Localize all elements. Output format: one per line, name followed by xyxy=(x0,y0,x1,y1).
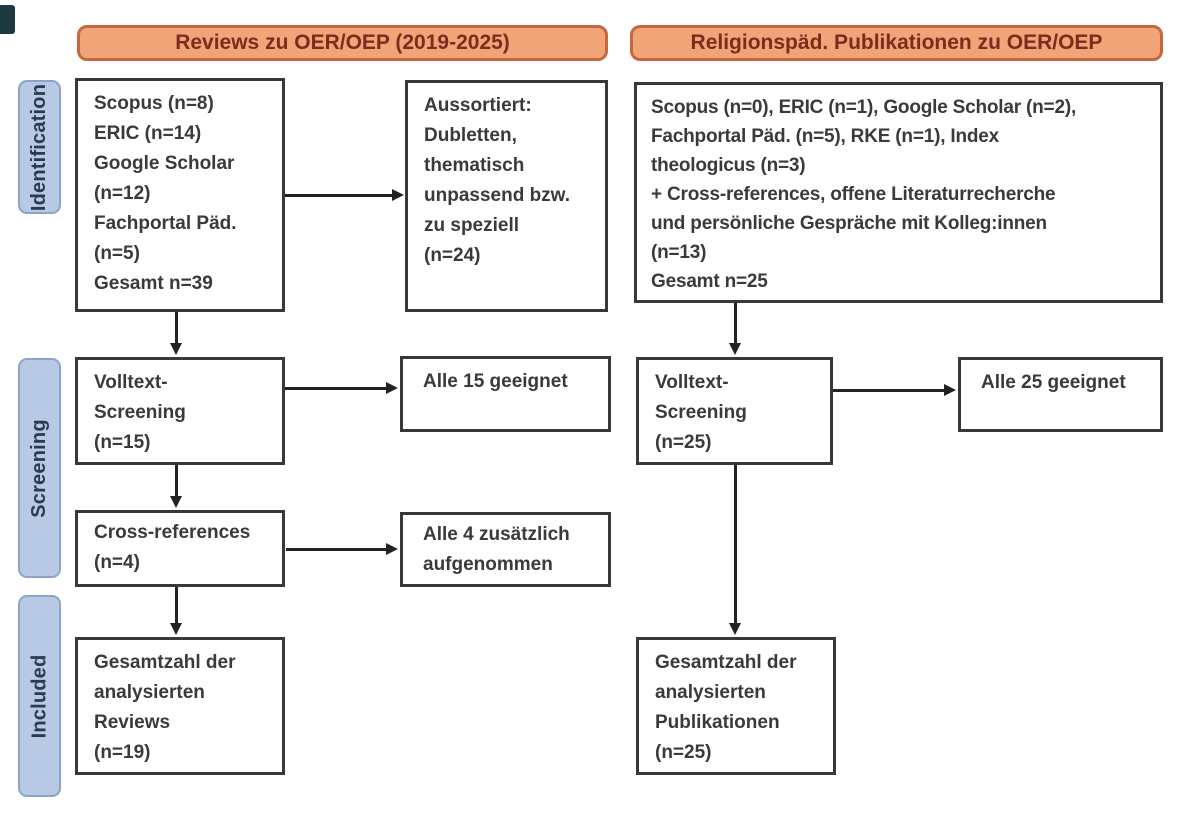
box-reviews-fulltext-screening: Volltext- Screening (n=15) xyxy=(75,357,285,465)
arrow-religionspaed-sources-to-fulltext xyxy=(729,303,741,355)
corner-mark xyxy=(0,5,15,34)
stage-label-screening-text: Screening xyxy=(28,418,50,518)
arrow-religionspaed-fulltext-to-suitable xyxy=(833,384,956,396)
arrow-reviews-crossref-to-included xyxy=(286,543,398,555)
stage-label-screening: Screening xyxy=(18,358,61,578)
box-religionspaed-sources: Scopus (n=0), ERIC (n=1), Google Scholar… xyxy=(634,82,1163,303)
box-religionspaed-all-suitable: Alle 25 geeignet xyxy=(958,357,1163,432)
stage-label-included: Included xyxy=(18,595,61,797)
box-reviews-cross-included: Alle 4 zusätzlich aufgenommen xyxy=(400,512,611,587)
header-religionspaed-publikationen: Religionspäd. Publikationen zu OER/OEP xyxy=(630,25,1163,61)
box-reviews-all-suitable: Alle 15 geeignet xyxy=(400,356,611,432)
box-reviews-cross-references: Cross-references (n=4) xyxy=(75,510,285,587)
stage-label-identification-text: Identification xyxy=(28,83,50,211)
arrow-religionspaed-fulltext-to-total xyxy=(729,465,741,635)
header-reviews-oer-oep: Reviews zu OER/OEP (2019-2025) xyxy=(77,25,608,61)
arrow-reviews-crossref-to-total xyxy=(170,587,182,635)
stage-label-identification: Identification xyxy=(18,80,61,214)
box-reviews-sources: Scopus (n=8) ERIC (n=14) Google Scholar … xyxy=(75,78,285,312)
arrow-reviews-sources-to-fulltext xyxy=(170,312,182,355)
arrow-reviews-fulltext-to-suitable xyxy=(285,382,398,394)
arrow-reviews-fulltext-to-crossref xyxy=(170,465,182,508)
arrow-reviews-sources-to-excluded xyxy=(285,189,404,201)
box-religionspaed-total: Gesamtzahl der analysierten Publikatione… xyxy=(636,637,836,775)
box-religionspaed-fulltext-screening: Volltext- Screening (n=25) xyxy=(636,357,833,465)
stage-label-included-text: Included xyxy=(28,654,51,738)
box-reviews-total: Gesamtzahl der analysierten Reviews (n=1… xyxy=(75,637,285,775)
box-reviews-excluded: Aussortiert: Dubletten, thematisch unpas… xyxy=(405,80,608,312)
